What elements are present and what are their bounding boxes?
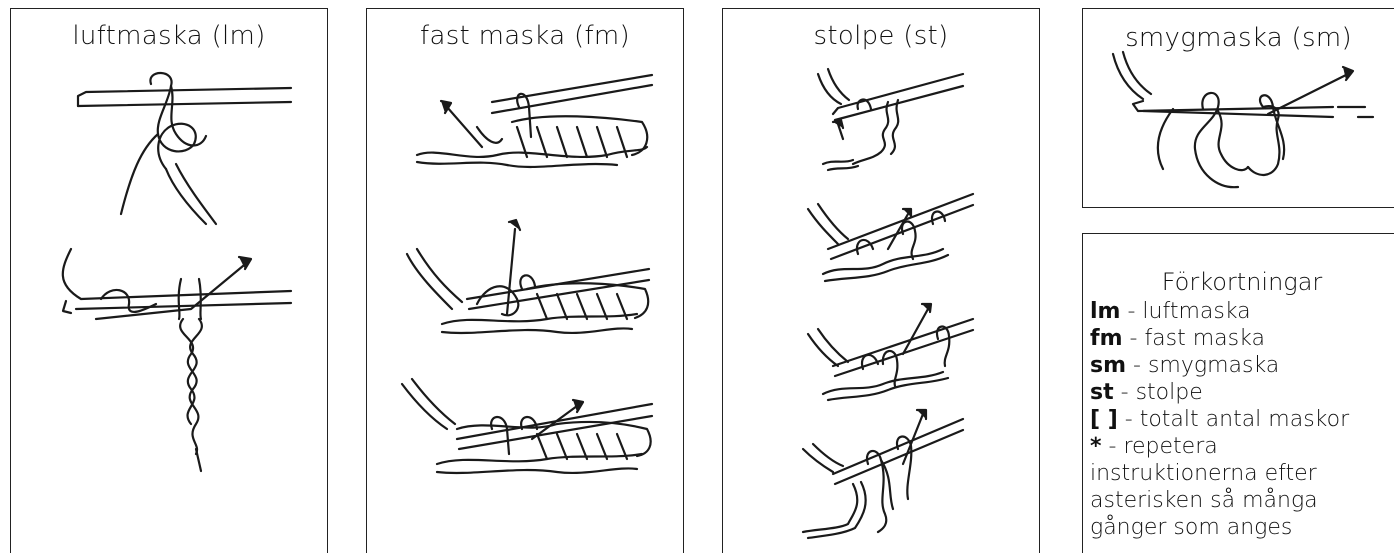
legend-sep: - xyxy=(1118,407,1140,432)
legend-item: st - stolpe xyxy=(1090,379,1394,406)
legend-abbr: st xyxy=(1090,380,1114,405)
legend-abbr: lm xyxy=(1090,299,1120,324)
legend-abbr: sm xyxy=(1090,353,1126,378)
panel-title-double-crochet: stolpe (st) xyxy=(723,21,1039,51)
legend-desc: stolpe xyxy=(1136,380,1203,405)
legend-abbr: [ ] xyxy=(1090,407,1118,432)
panel-double-crochet: stolpe (st) xyxy=(722,8,1040,553)
double-crochet-illustration-4 xyxy=(793,404,968,539)
legend-item: [ ] - totalt antal maskor xyxy=(1090,406,1394,433)
legend-desc: smygmaska xyxy=(1148,353,1279,378)
legend-continuation: gånger som anges xyxy=(1090,514,1394,541)
legend-item: * - repetera xyxy=(1090,433,1394,460)
chain-stitch-illustration-bottom xyxy=(51,239,311,479)
double-crochet-illustration-3 xyxy=(803,294,978,404)
legend-desc: repetera xyxy=(1123,434,1217,459)
single-crochet-illustration-2 xyxy=(397,214,657,344)
legend-sep: - xyxy=(1120,299,1142,324)
panel-title-single-crochet: fast maska (fm) xyxy=(367,21,683,51)
legend-item: lm - luftmaska xyxy=(1090,298,1394,325)
single-crochet-illustration-3 xyxy=(397,374,657,504)
double-crochet-illustration-2 xyxy=(803,189,978,289)
legend-item: fm - fast maska xyxy=(1090,325,1394,352)
legend-item: sm - smygmaska xyxy=(1090,352,1394,379)
legend-continuation: asterisken så många xyxy=(1090,487,1394,514)
single-crochet-illustration-1 xyxy=(407,67,657,187)
legend-title: Förkortningar xyxy=(1090,268,1394,296)
legend-abbr: fm xyxy=(1090,326,1123,351)
legend-panel: Förkortningar lm - luftmaska fm - fast m… xyxy=(1082,233,1394,553)
legend-sep: - xyxy=(1114,380,1136,405)
chain-stitch-illustration-top xyxy=(66,64,306,229)
panel-slip-stitch: smygmaska (sm) xyxy=(1082,8,1394,208)
legend-continuation: instruktionerna efter xyxy=(1090,460,1394,487)
panel-chain: luftmaska (lm) xyxy=(10,8,328,553)
panel-single-crochet: fast maska (fm) xyxy=(366,8,684,553)
legend-abbr: * xyxy=(1090,434,1102,459)
legend-desc: totalt antal maskor xyxy=(1140,407,1349,432)
legend-desc: fast maska xyxy=(1144,326,1265,351)
double-crochet-illustration-1 xyxy=(813,64,973,174)
slip-stitch-illustration xyxy=(1103,49,1393,199)
panel-title-chain: luftmaska (lm) xyxy=(11,21,327,51)
legend-sep: - xyxy=(1126,353,1148,378)
legend-desc: luftmaska xyxy=(1142,299,1250,324)
legend-sep: - xyxy=(1102,434,1124,459)
legend-sep: - xyxy=(1123,326,1145,351)
